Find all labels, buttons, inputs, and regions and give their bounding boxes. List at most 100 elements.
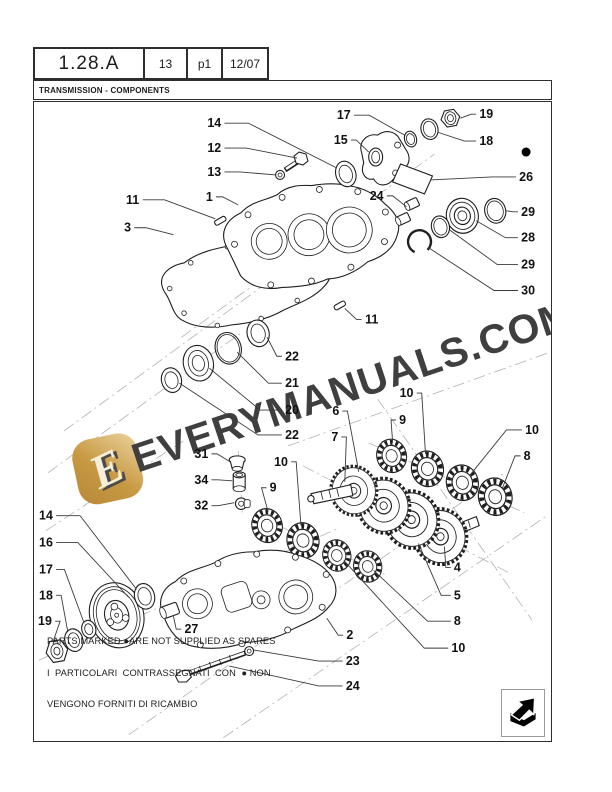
- oring-21: [214, 331, 242, 365]
- header-col3: p1: [186, 47, 223, 80]
- callout-leader: [501, 455, 521, 489]
- callout-leader: [469, 429, 522, 476]
- fitting-32: [234, 497, 251, 511]
- callout-leader: [56, 515, 137, 590]
- callout-leader: [416, 392, 426, 454]
- washer-18b: [64, 628, 84, 653]
- callout-leader: [254, 649, 343, 662]
- callout-number: 2: [346, 628, 353, 642]
- callout-number: 9: [399, 413, 406, 427]
- callout-number: 14: [39, 509, 53, 523]
- callout-number: 17: [337, 108, 351, 122]
- callout-number: 32: [194, 499, 208, 513]
- callout-number: 19: [38, 614, 52, 628]
- title-bar: TRANSMISSION - COMPONENTS: [33, 80, 552, 100]
- callout-number: 18: [479, 134, 493, 148]
- callout-number: 22: [285, 428, 299, 442]
- washer-23: [244, 646, 255, 657]
- pin-11a: [214, 215, 227, 226]
- callout-number: 11: [365, 312, 378, 326]
- callout-number: 9: [270, 481, 277, 495]
- callout-number: 24: [370, 189, 384, 203]
- callout-number: 24: [346, 679, 360, 693]
- callout-number: 10: [451, 641, 465, 655]
- bearing-28: [445, 197, 479, 234]
- exploded-diagram: E E EVERYMANUALS.COM 1412131113171519182…: [38, 107, 551, 739]
- callout-number: 6: [332, 404, 339, 418]
- nut-19b: [45, 639, 69, 664]
- callout-leader: [211, 502, 235, 507]
- watermark-text: EVERYMANUALS.COM: [126, 291, 551, 482]
- bush-27: [159, 601, 180, 620]
- nav-arrow-box: [501, 689, 545, 737]
- callout-number: 10: [274, 455, 288, 469]
- callout-leader: [437, 131, 477, 142]
- callout-number: 12: [207, 141, 221, 155]
- page-title: TRANSMISSION - COMPONENTS: [39, 85, 170, 95]
- callout-number: 34: [194, 473, 208, 487]
- callout-number: 5: [454, 588, 461, 602]
- nut-19a: [440, 108, 461, 128]
- callout-leader: [390, 419, 396, 442]
- callout-number: 18: [39, 588, 53, 602]
- callout-leader: [179, 382, 282, 436]
- callout-number: 10: [400, 386, 414, 400]
- callout-leader: [260, 487, 269, 512]
- callout-leader: [224, 122, 338, 169]
- plate-26: [391, 163, 434, 195]
- footer-line-it2: VENGONO FORNITI DI RICAMBIO: [47, 698, 198, 709]
- callout-leader: [443, 546, 451, 568]
- callout-number: 16: [39, 536, 53, 550]
- callout-number: 28: [521, 231, 535, 245]
- bush-24b: [395, 212, 411, 226]
- callout-number: 8: [524, 449, 531, 463]
- snap-ring-30: [406, 229, 433, 255]
- ring-29a: [484, 197, 507, 224]
- callout-leader: [224, 147, 298, 159]
- callout-number: 8: [454, 614, 461, 628]
- section-code: 1.28.A: [33, 47, 145, 80]
- callout-number: 29: [521, 205, 535, 219]
- callout-leader: [211, 453, 231, 463]
- ring-18a: [420, 118, 439, 141]
- return-arrow-icon: [510, 696, 536, 727]
- callout-number: 11: [126, 193, 139, 207]
- callout-number: 23: [346, 654, 360, 668]
- callout-number: 26: [519, 170, 533, 184]
- callout-number: 20: [285, 403, 299, 417]
- seal-22b: [160, 367, 183, 394]
- callout-leader: [342, 410, 360, 472]
- callout-leader: [209, 367, 282, 411]
- callout-number: 30: [521, 284, 535, 298]
- callout-leader: [266, 337, 282, 357]
- callout-leader: [386, 195, 407, 208]
- callout-leader: [428, 247, 518, 291]
- callout-number: 29: [521, 258, 535, 272]
- callout-leader: [134, 227, 174, 236]
- header-col2: 13: [143, 47, 188, 80]
- plug-31: [228, 455, 246, 472]
- callout-leader: [236, 351, 282, 384]
- bearing-8r: [474, 474, 516, 519]
- seal-14b: [133, 583, 156, 610]
- seal-22a: [246, 319, 270, 348]
- callout-leader: [353, 114, 405, 136]
- ring-17a: [403, 130, 418, 148]
- header-col4: 12/07: [221, 47, 269, 80]
- legend-dot: [521, 147, 531, 157]
- footer-line-en: PARTS MARKED ●ARE NOT SUPPLIED AS SPARES: [47, 636, 276, 647]
- bolt-12: [283, 151, 309, 173]
- gear-train: [307, 459, 480, 573]
- callout-leader: [506, 210, 518, 213]
- callout-leader: [215, 196, 239, 206]
- callout-leader: [291, 461, 302, 526]
- callout-number: 4: [454, 560, 461, 574]
- callout-leader: [341, 436, 347, 482]
- callout-leader: [350, 139, 370, 153]
- callout-leader: [460, 113, 477, 119]
- callout-number: 1: [206, 190, 213, 204]
- callout-leader: [373, 570, 451, 622]
- footer-line-it1: I PARTICOLARI CONTRASSEGNATI CON ● NON: [47, 667, 271, 678]
